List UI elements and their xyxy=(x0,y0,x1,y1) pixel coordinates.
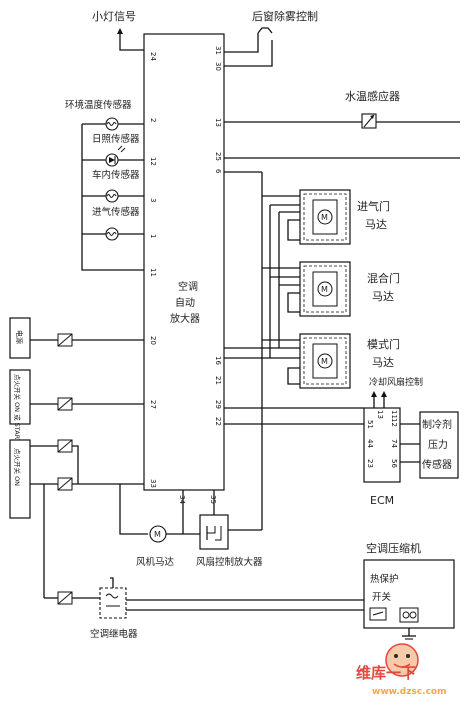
pin-35: 35 xyxy=(209,495,217,504)
ecm-pin-13: 13 xyxy=(376,410,384,419)
fuse-icon xyxy=(57,333,73,347)
arrow-up-icon xyxy=(371,391,377,397)
intake-door-motor: M xyxy=(299,189,351,245)
ignition-box-1 xyxy=(9,369,31,425)
ecm-pin-51: 51 xyxy=(366,420,374,429)
pin-16: 16 xyxy=(214,356,222,365)
amp-label-1: 空调 xyxy=(178,280,198,293)
pin-31: 31 xyxy=(214,46,222,55)
ac-amplifier-box xyxy=(143,33,225,491)
pin-33: 33 xyxy=(149,479,157,488)
amp-label-2: 自动 xyxy=(175,296,195,309)
fuse-icon xyxy=(57,591,73,605)
ac-relay-label: 空调继电器 xyxy=(90,628,138,640)
rear-defog-label: 后窗除雾控制 xyxy=(252,9,318,23)
pin-25: 25 xyxy=(214,152,222,161)
arrow-up-icon xyxy=(117,28,123,34)
mix-motor-label-2: 马达 xyxy=(372,290,394,303)
svg-text:M: M xyxy=(321,285,328,294)
thermistor-icon xyxy=(105,189,119,203)
intake-motor-label-1: 进气门 xyxy=(357,199,390,213)
ecm-pin-23: 23 xyxy=(366,459,374,468)
mix-door-motor: M xyxy=(299,261,351,317)
compressor-label: 空调压缩机 xyxy=(366,541,421,555)
site-watermark-logo: 维库一下 www.dzsc.com xyxy=(356,643,446,697)
compressor-clutch-icon xyxy=(399,607,419,623)
svg-text:M: M xyxy=(321,357,328,366)
pin-20: 20 xyxy=(149,336,157,345)
thermal-switch-icon xyxy=(369,607,387,621)
refrigerant-label-3: 传感器 xyxy=(422,458,452,471)
mode-motor-label-1: 模式门 xyxy=(367,337,400,351)
pin-13: 13 xyxy=(214,118,222,127)
small-light-label: 小灯信号 xyxy=(92,10,136,23)
ac-relay-icon xyxy=(99,587,127,619)
pin-11: 11 xyxy=(149,268,157,277)
ecm-pin-74: 74 xyxy=(390,439,398,448)
temperature-sensor-icon xyxy=(361,113,377,129)
water-temp-label: 水温感应器 xyxy=(345,89,400,103)
svg-text:M: M xyxy=(154,530,161,539)
pin-34: 34 xyxy=(178,495,186,504)
ecm-label: ECM xyxy=(370,494,394,507)
evap-sensor-label: 进气传感器 xyxy=(92,206,140,218)
blower-motor-icon: M xyxy=(149,525,167,543)
blower-motor-label: 风机马达 xyxy=(136,556,175,568)
pin-6: 6 xyxy=(214,169,222,174)
ecm-pin-56: 56 xyxy=(390,459,398,468)
left-box-label-1: 电源 xyxy=(15,330,24,344)
blower-amp-label: 风扇控制放大器 xyxy=(196,556,263,568)
fan-control-label: 冷却风扇控制 xyxy=(369,376,423,388)
photodiode-icon xyxy=(105,145,126,167)
thermal-label-1: 热保护 xyxy=(370,573,399,585)
arrow-up-icon xyxy=(381,391,387,397)
refrigerant-label-2: 压力 xyxy=(428,438,448,451)
sun-sensor-label: 日照传感器 xyxy=(92,133,140,145)
cabin-sensor-label: 车内传感器 xyxy=(92,169,140,181)
refrigerant-label-1: 制冷剂 xyxy=(422,418,452,431)
pin-1: 1 xyxy=(149,234,157,238)
pin-2: 2 xyxy=(149,118,157,122)
pin-27: 27 xyxy=(149,400,157,409)
pressure-sensor-box xyxy=(419,411,459,479)
ignition-box-2 xyxy=(9,439,31,519)
fuse-icon xyxy=(57,477,73,491)
watermark-text: 维库一下 xyxy=(356,664,416,682)
fan-control-amplifier xyxy=(199,514,229,550)
pin-3: 3 xyxy=(149,198,157,202)
ecm-pin-11: 11 xyxy=(390,410,398,419)
ecm-pin-12: 12 xyxy=(390,418,398,427)
pin-30: 30 xyxy=(214,62,222,71)
intake-motor-label-2: 马达 xyxy=(365,218,387,231)
pin-29: 29 xyxy=(214,400,222,409)
ecm-pin-44: 44 xyxy=(366,439,374,448)
pin-21: 21 xyxy=(214,376,222,385)
fuse-icon xyxy=(57,439,73,453)
mode-door-motor: M xyxy=(299,333,351,389)
amp-label-3: 放大器 xyxy=(170,312,200,325)
pin-22: 22 xyxy=(214,417,222,426)
svg-text:M: M xyxy=(321,213,328,222)
ambient-sensor-label: 环境温度传感器 xyxy=(65,99,132,111)
ecm-box xyxy=(363,407,401,483)
left-box-label-3: 点火开关 ON xyxy=(13,448,22,486)
watermark-url: www.dzsc.com xyxy=(372,687,446,697)
thermistor-icon xyxy=(105,117,119,131)
fuse-icon xyxy=(57,397,73,411)
mode-motor-label-2: 马达 xyxy=(372,356,394,369)
thermistor-icon xyxy=(105,227,119,241)
pin-24: 24 xyxy=(149,52,157,61)
pin-12: 12 xyxy=(149,157,157,166)
power-supply-box xyxy=(9,317,31,359)
thermal-label-2: 开关 xyxy=(372,591,392,603)
mix-motor-label-1: 混合门 xyxy=(367,271,400,285)
left-box-label-2: 点火开关 ON 或 START xyxy=(13,374,22,443)
